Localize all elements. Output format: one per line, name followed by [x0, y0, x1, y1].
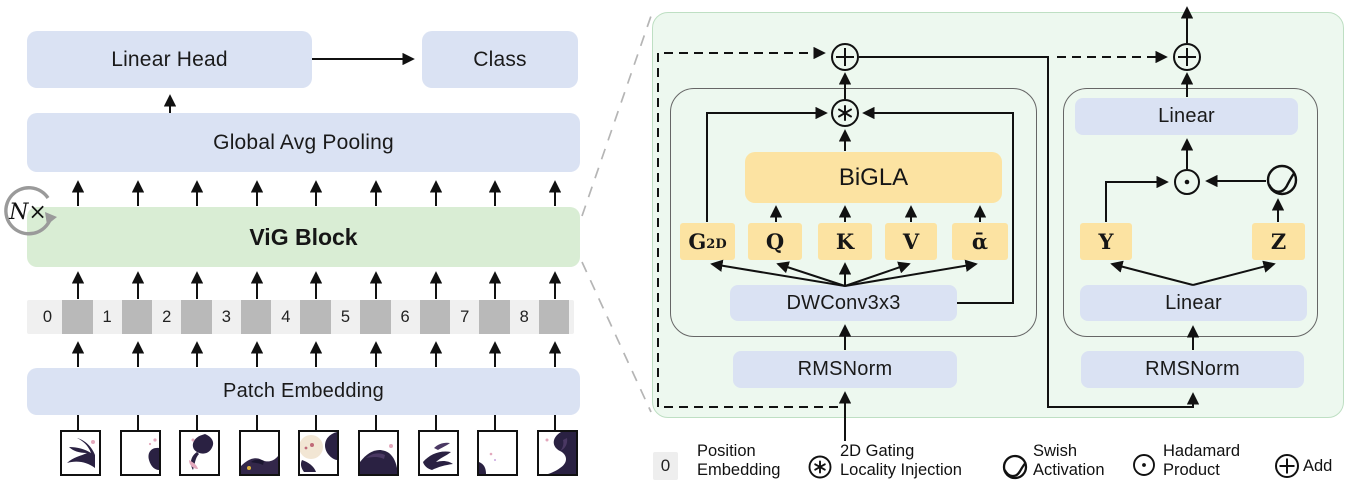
position-unit: 0: [33, 300, 93, 334]
linear-head-label: Linear Head: [111, 47, 228, 71]
dwconv-label: DWConv3x3: [786, 291, 901, 314]
image-patch: [178, 430, 220, 476]
linear-lower-box: Linear: [1080, 285, 1307, 321]
image-patch: [59, 430, 101, 476]
patch-token-square: [240, 300, 272, 334]
position-index: 8: [519, 307, 529, 326]
vig-block-label: ViG Block: [249, 223, 358, 250]
vig-block-box: ViG Block: [27, 207, 580, 267]
token-alpha-bar: ᾱ: [952, 223, 1008, 260]
class-label: Class: [473, 47, 527, 71]
dwconv-box: DWConv3x3: [730, 285, 957, 321]
zoom-connector-lines: [581, 15, 652, 413]
rmsnorm-right-box: RMSNorm: [1081, 351, 1304, 388]
image-patch: [536, 430, 578, 476]
token-y: Y: [1080, 223, 1132, 260]
position-embedding-legend-icon: 0: [653, 452, 678, 480]
rmsnorm-right-label: RMSNorm: [1145, 358, 1240, 380]
patch-token-square: [62, 300, 93, 334]
linear-lower-label: Linear: [1165, 291, 1222, 314]
stems-patches-to-pe: [77, 415, 556, 430]
position-unit: 1: [93, 300, 153, 334]
position-unit: 6: [391, 300, 451, 334]
arrows-vig-to-gap: [71, 180, 562, 206]
position-index: 0: [42, 307, 53, 326]
linear-head-box: Linear Head: [27, 31, 312, 88]
patch-token-square: [181, 300, 212, 334]
token-q: Q: [748, 223, 802, 260]
token-g2d-base: G: [688, 229, 707, 254]
rmsnorm-left-box: RMSNorm: [733, 351, 957, 388]
gating-legend-icon: [808, 455, 832, 479]
patch-token-square: [121, 300, 153, 334]
patch-token-square: [419, 300, 451, 334]
position-unit: 2: [152, 300, 212, 334]
position-index: 7: [460, 307, 470, 326]
position-strip: 0 1 2 3 4 5 6 7 8: [27, 300, 574, 334]
token-z: Z: [1252, 223, 1305, 260]
position-unit: 8: [510, 300, 570, 334]
image-patch: [119, 430, 161, 476]
patch-embedding-box: Patch Embedding: [27, 368, 580, 415]
add-legend-icon: [1275, 454, 1299, 478]
bigla-label: BiGLA: [838, 163, 909, 191]
position-index: 4: [281, 307, 291, 326]
position-unit: 5: [331, 300, 391, 334]
position-unit: 4: [271, 300, 331, 334]
patch-token-square: [538, 300, 570, 334]
arrows-pe-to-tokens: [71, 341, 562, 367]
repeat-loop-icon: [4, 186, 57, 236]
position-unit: 3: [212, 300, 272, 334]
hadamard-legend-icon: [1133, 454, 1155, 476]
image-patch: [238, 430, 280, 476]
patch-token-square: [479, 300, 510, 334]
position-embedding-legend-label: Position Embedding: [697, 442, 781, 479]
linear-upper-box: Linear: [1075, 98, 1298, 135]
global-avg-pooling-label: Global Avg Pooling: [213, 130, 394, 154]
swish-legend-label: Swish Activation: [1033, 442, 1105, 479]
position-index: 6: [400, 307, 410, 326]
global-avg-pooling-box: Global Avg Pooling: [27, 113, 580, 172]
bigla-box: BiGLA: [745, 152, 1002, 203]
linear-upper-label: Linear: [1158, 105, 1215, 127]
hadamard-legend-label: Hadamard Product: [1163, 442, 1241, 479]
image-patch: [357, 430, 399, 476]
patch-token-square: [359, 300, 391, 334]
add-legend-label: Add: [1303, 457, 1333, 475]
position-unit: 7: [450, 300, 510, 334]
patch-token-square: [300, 300, 331, 334]
token-k: K: [818, 223, 872, 260]
image-patch: [476, 430, 518, 476]
position-index: 3: [221, 307, 231, 326]
swish-legend-icon: [1002, 454, 1028, 480]
gating-legend-label: 2D Gating Locality Injection: [840, 442, 962, 479]
patch-embedding-label: Patch Embedding: [223, 380, 384, 402]
repeat-count-label: N×: [9, 199, 47, 225]
position-index: 2: [162, 307, 172, 326]
arrows-tokens-to-vig: [71, 271, 562, 299]
rmsnorm-left-label: RMSNorm: [797, 358, 893, 380]
image-patch: [417, 430, 459, 476]
position-index: 1: [102, 307, 112, 326]
position-index: 5: [340, 307, 351, 326]
token-v: V: [885, 223, 937, 260]
image-patch: [297, 430, 339, 476]
class-box: Class: [422, 31, 578, 88]
